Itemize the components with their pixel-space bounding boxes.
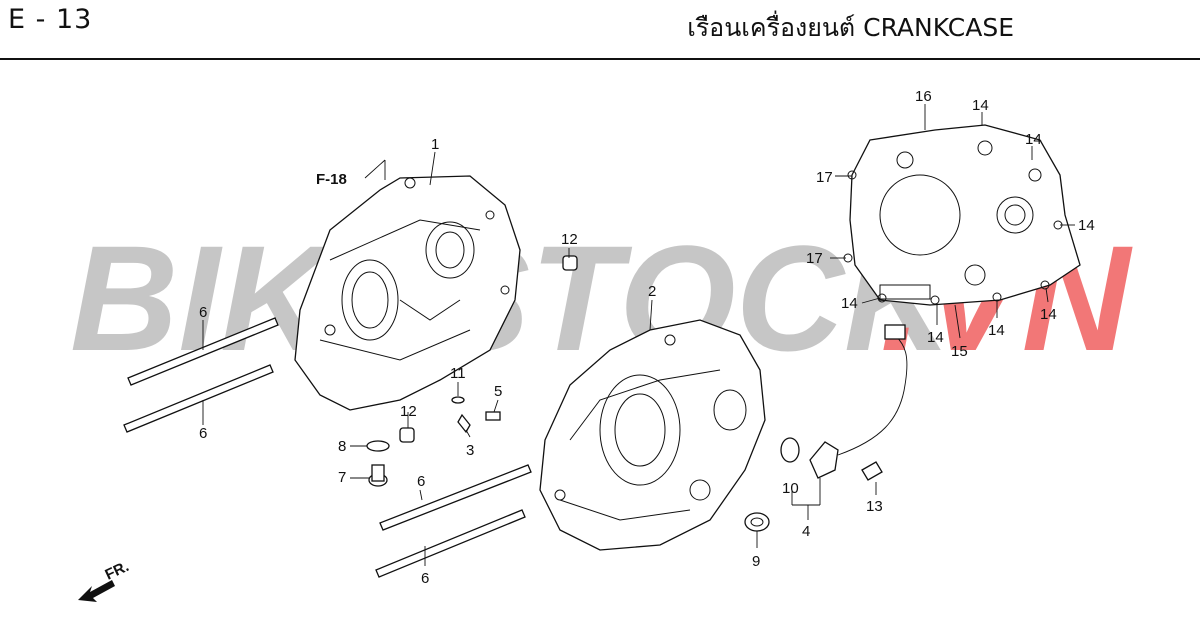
callout-7: 7 xyxy=(338,469,346,486)
callout-14-e: 14 xyxy=(927,329,944,346)
sensor-assembly xyxy=(780,324,908,481)
exploded-parts-diagram: BIKE STOCK .VN xyxy=(70,88,1133,602)
callout-4: 4 xyxy=(802,523,810,540)
callout-14-f: 14 xyxy=(988,322,1005,339)
callout-11: 11 xyxy=(450,365,466,382)
callout-2: 2 xyxy=(648,283,656,300)
callout-1: 1 xyxy=(431,136,439,153)
leader-lines xyxy=(202,104,1075,566)
callout-9: 9 xyxy=(752,553,760,570)
page-code: E - 13 xyxy=(8,4,93,35)
front-label: FR. xyxy=(103,558,132,584)
callout-3: 3 xyxy=(466,442,474,459)
callout-10: 10 xyxy=(782,480,799,497)
callout-6-upper: 6 xyxy=(199,304,207,321)
callout-16: 16 xyxy=(915,88,932,105)
callout-6-middle: 6 xyxy=(199,425,207,442)
callout-12-upper: 12 xyxy=(561,231,578,248)
callout-12-lower: 12 xyxy=(400,403,417,420)
callout-17-upper: 17 xyxy=(816,169,833,186)
callout-14-a: 14 xyxy=(972,97,989,114)
stud-bolts xyxy=(123,317,532,578)
right-crankcase xyxy=(539,319,766,551)
callout-14-b: 14 xyxy=(1025,131,1042,148)
page-header: E - 13 เรือนเครื่องยนต์ CRANKCASE xyxy=(0,0,1200,58)
front-direction-arrow: FR. xyxy=(78,558,132,602)
callout-15: 15 xyxy=(951,343,968,360)
callout-13: 13 xyxy=(866,498,883,515)
left-crankcase xyxy=(294,175,521,411)
small-parts xyxy=(366,396,501,487)
crankcase-gasket xyxy=(843,124,1081,306)
callout-labels: 1 2 3 4 5 6 6 6 6 7 8 9 10 11 12 12 13 1… xyxy=(199,88,1095,587)
oil-seal xyxy=(744,512,770,532)
callout-8: 8 xyxy=(338,438,346,455)
callout-14-g: 14 xyxy=(1040,306,1057,323)
callout-14-d: 14 xyxy=(841,295,858,312)
reference-label: F-18 xyxy=(316,171,347,188)
dowel-pins xyxy=(399,255,578,443)
header-divider xyxy=(0,58,1200,60)
page-title: เรือนเครื่องยนต์ CRANKCASE xyxy=(687,13,1014,42)
callout-14-c: 14 xyxy=(1078,217,1095,234)
callout-6-lower: 6 xyxy=(417,473,425,490)
callout-17-lower: 17 xyxy=(806,250,823,267)
callout-6-bottom: 6 xyxy=(421,570,429,587)
callout-5: 5 xyxy=(494,383,502,400)
